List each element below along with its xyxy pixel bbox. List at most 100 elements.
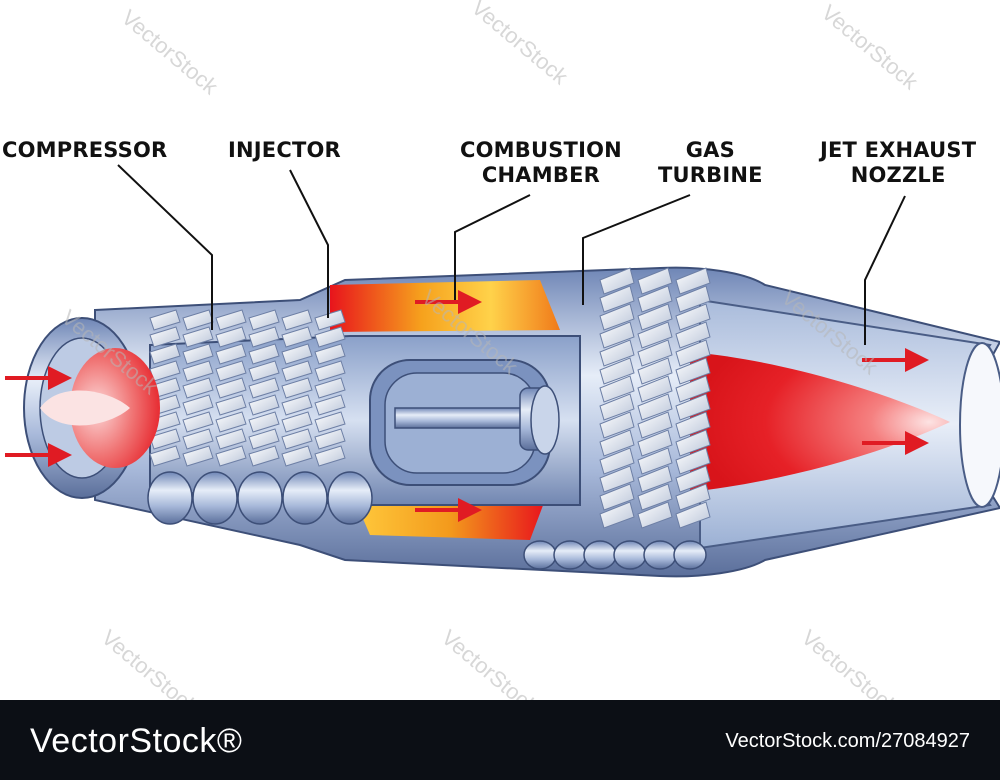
compressor-blade xyxy=(215,360,247,382)
compressor-blade xyxy=(149,428,181,450)
turbine-blades xyxy=(599,267,711,529)
turbine-blade xyxy=(637,411,673,439)
compressor-blade xyxy=(248,360,280,382)
turbine-blade xyxy=(599,501,635,529)
turbine-blade xyxy=(637,339,673,367)
casing-rib xyxy=(553,540,587,570)
footer-brand-logo: VectorStock® xyxy=(30,722,243,760)
casing-rib xyxy=(523,540,557,570)
turbine-blade xyxy=(637,321,673,349)
compressor-blade xyxy=(314,411,346,433)
turbine-blade xyxy=(599,321,635,349)
compressor-blade xyxy=(215,377,247,399)
turbine-blade xyxy=(637,267,673,295)
compressor-blade xyxy=(248,394,280,416)
compressor-blade xyxy=(215,394,247,416)
compressor-blade xyxy=(281,377,313,399)
compressor-blade xyxy=(314,343,346,365)
turbine-blade xyxy=(637,447,673,475)
turbine-blade xyxy=(599,465,635,493)
turbine-blade xyxy=(675,375,711,403)
compressor-blade xyxy=(215,343,247,365)
compressor-blade xyxy=(281,343,313,365)
compressor-blade xyxy=(281,428,313,450)
turbine-blade xyxy=(599,393,635,421)
label-gas-turbine: GAS TURBINE xyxy=(658,138,763,187)
turbine-blade xyxy=(637,429,673,457)
watermark-text: VectorStock xyxy=(437,625,544,700)
compressor-blade xyxy=(248,411,280,433)
watermark-text: VectorStock xyxy=(117,5,224,100)
turbine-blade xyxy=(675,285,711,313)
turbine-blade xyxy=(637,375,673,403)
turbine-blade xyxy=(675,339,711,367)
turbine-blade xyxy=(675,411,711,439)
label-jet-exhaust-nozzle: JET EXHAUST NOZZLE xyxy=(820,138,977,187)
casing-rib xyxy=(583,540,617,570)
casing-rib xyxy=(673,540,707,570)
compressor-blade xyxy=(314,326,346,348)
turbine-blade xyxy=(637,303,673,331)
footer-bar: VectorStock® VectorStock.com/27084927 xyxy=(0,700,1000,780)
turbine-blade xyxy=(675,393,711,421)
compressor-blade xyxy=(248,428,280,450)
turbine-blade xyxy=(675,483,711,511)
casing-rib xyxy=(327,471,373,525)
compressor-blade xyxy=(314,394,346,416)
compressor-blade xyxy=(281,309,313,331)
leader-compressor xyxy=(117,164,213,330)
compressor-blade xyxy=(215,326,247,348)
compressor-blade xyxy=(281,394,313,416)
compressor-blade xyxy=(314,428,346,450)
turbine-blade xyxy=(599,267,635,295)
compressor-blade xyxy=(149,343,181,365)
label-combustion-chamber: COMBUSTION CHAMBER xyxy=(460,138,622,187)
turbine-blade xyxy=(599,303,635,331)
casing-rib xyxy=(147,471,193,525)
casing-rib xyxy=(282,471,328,525)
compressor-blade xyxy=(281,445,313,467)
compressor-blade xyxy=(182,394,214,416)
turbine-blade xyxy=(675,465,711,493)
compressor-blade xyxy=(215,428,247,450)
turbine-blade xyxy=(675,429,711,457)
footer-image-credit: VectorStock.com/27084927 xyxy=(725,730,970,752)
turbine-blade xyxy=(637,357,673,385)
leader-turbine xyxy=(582,194,691,305)
compressor-blade xyxy=(314,445,346,467)
compressor-blade xyxy=(248,445,280,467)
turbine-blade xyxy=(599,483,635,511)
compressor-blade xyxy=(314,377,346,399)
compressor-blade xyxy=(215,445,247,467)
turbine-blade xyxy=(599,339,635,367)
compressor-blade xyxy=(182,411,214,433)
compressor-blade xyxy=(281,411,313,433)
casing-rib xyxy=(613,540,647,570)
leader-injector xyxy=(289,169,329,318)
compressor-blade xyxy=(248,326,280,348)
turbine-blade xyxy=(637,465,673,493)
turbine-blade xyxy=(599,429,635,457)
compressor-blade xyxy=(182,428,214,450)
compressor-blade xyxy=(248,309,280,331)
turbine-blade xyxy=(599,411,635,439)
turbine-blade xyxy=(599,357,635,385)
turbine-blade xyxy=(675,303,711,331)
compressor-blade xyxy=(182,377,214,399)
exhaust-flame xyxy=(690,352,950,492)
compressor-blade xyxy=(215,411,247,433)
turbine-blade xyxy=(599,375,635,403)
compressor-blade xyxy=(248,343,280,365)
compressor-blade xyxy=(149,326,181,348)
watermark-text: VectorStock xyxy=(97,625,204,700)
turbine-blade xyxy=(637,483,673,511)
casing-rib xyxy=(643,540,677,570)
turbine-blade xyxy=(675,501,711,529)
turbine-blade xyxy=(675,321,711,349)
turbine-blade xyxy=(675,447,711,475)
label-compressor: COMPRESSOR xyxy=(2,138,168,162)
leader-combustion xyxy=(454,194,531,300)
casing-rib xyxy=(237,471,283,525)
